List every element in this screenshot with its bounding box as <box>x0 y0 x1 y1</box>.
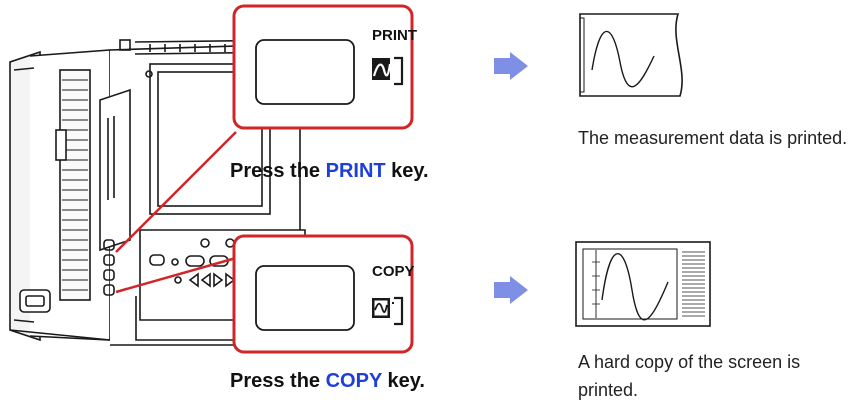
print-result-text: The measurement data is printed. <box>578 128 848 148</box>
copy-callout: COPY <box>232 234 415 354</box>
copy-result-text: A hard copy of the screen is printed. <box>578 352 801 400</box>
copy-caption: Press the COPY key. <box>230 370 425 393</box>
copy-caption-prefix: Press the <box>230 370 326 392</box>
hard-copy-output <box>575 241 711 327</box>
print-pointer-line <box>115 131 237 253</box>
copy-key-label: COPY <box>372 263 415 280</box>
print-caption: Press the PRINT key. <box>230 160 429 183</box>
printed-waveform-output <box>579 13 683 97</box>
copy-pointer-line <box>115 256 237 294</box>
print-arrow-icon <box>494 52 528 80</box>
copy-screen-icon <box>372 296 404 326</box>
copy-caption-suffix: key. <box>381 370 425 392</box>
copy-caption-key: COPY <box>325 370 382 392</box>
copy-arrow-icon <box>494 276 528 304</box>
print-wave-icon <box>372 56 404 86</box>
print-caption-key: PRINT <box>325 160 386 182</box>
print-key-label: PRINT <box>372 27 417 44</box>
print-caption-prefix: Press the <box>230 160 326 182</box>
print-callout: PRINT <box>232 4 417 130</box>
print-caption-suffix: key. <box>385 160 429 182</box>
